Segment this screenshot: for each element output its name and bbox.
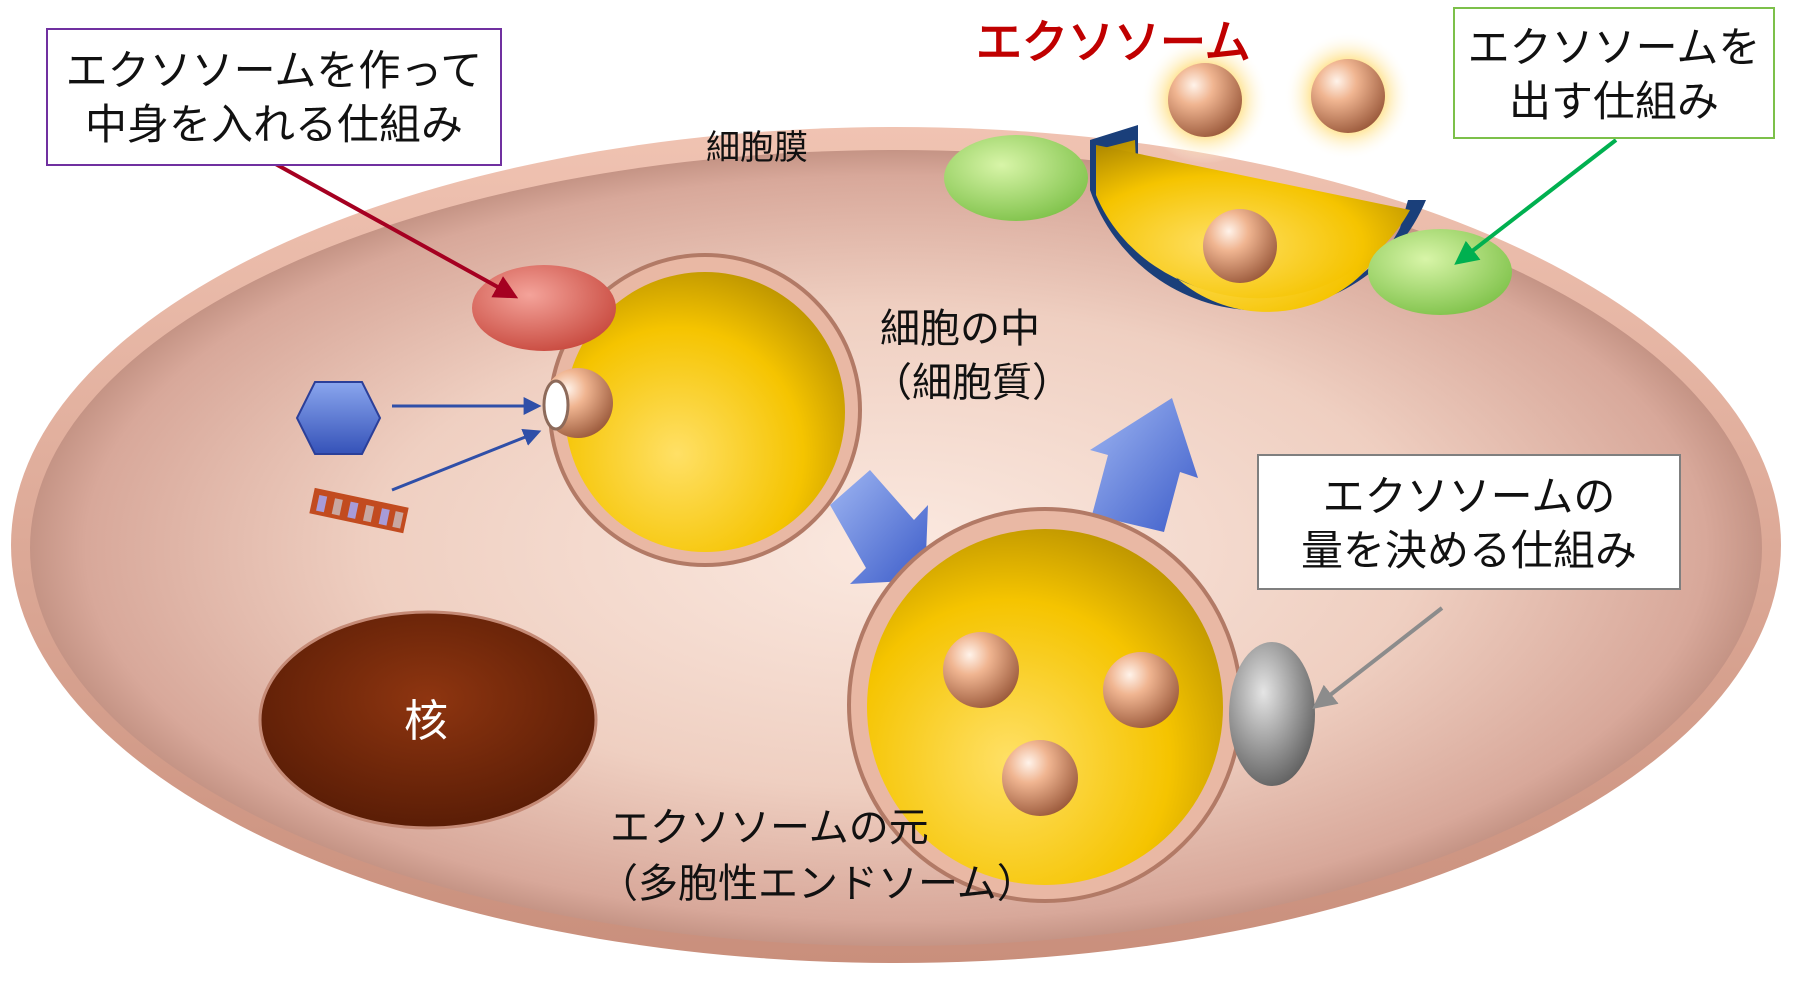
callout-release: エクソソームを 出す仕組み (1453, 7, 1775, 139)
flow-arrow-down-icon (830, 470, 928, 584)
amount-pointer (1312, 606, 1444, 709)
hexagon-molecule-icon (295, 381, 382, 455)
release-protein-green (944, 135, 1088, 221)
callout-amount: エクソソームの 量を決める仕組み (1257, 454, 1681, 590)
intraluminal-vesicle (1103, 652, 1179, 728)
rna-strand-icon (309, 487, 409, 534)
exosome-in-cup (1203, 209, 1277, 283)
loading-protein-red (472, 265, 616, 351)
nucleus (258, 610, 598, 830)
budding-pore (542, 379, 570, 431)
callout-make-fill: エクソソームを作って 中身を入れる仕組み (46, 28, 502, 166)
forming-vesicle (565, 272, 845, 552)
flow-arrow-up-icon (1090, 398, 1198, 532)
diagram-title: エクソソーム (976, 15, 1251, 69)
label-mvb: エクソソームの元 （多胞性エンドソーム） (598, 805, 1037, 907)
make-fill-pointer (271, 160, 519, 299)
intraluminal-vesicle (943, 632, 1019, 708)
released-exosome (1311, 59, 1385, 133)
cargo-arrow-2 (391, 428, 542, 492)
mvb-vesicle (867, 529, 1223, 885)
intraluminal-vesicle (1002, 740, 1078, 816)
label-cytoplasm: 細胞の中 （細胞質） (872, 306, 1072, 406)
released-exosome (1168, 63, 1242, 137)
label-membrane: 細胞膜 (706, 128, 808, 168)
amount-regulator-grey (1229, 642, 1315, 786)
release-protein-green (1368, 229, 1512, 315)
release-pointer (1454, 138, 1618, 265)
label-nucleus: 核 (404, 696, 448, 747)
